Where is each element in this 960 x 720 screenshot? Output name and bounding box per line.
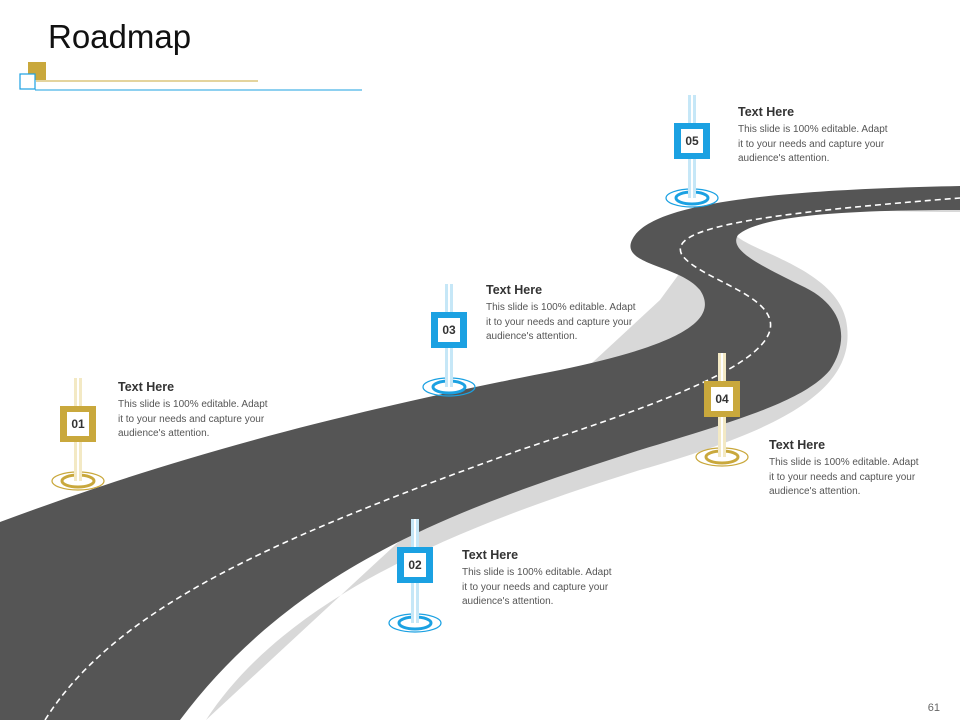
- milestone-3-info: Text Here This slide is 100% editable. A…: [486, 283, 636, 345]
- milestone-4-number: 04: [715, 392, 729, 406]
- road-surface: [0, 186, 960, 720]
- milestone-3-label-bg: [438, 318, 460, 342]
- milestone-4-body: This slide is 100% editable. Adapt it to…: [769, 457, 919, 497]
- milestone-5-number: 05: [685, 134, 699, 148]
- slide-title: Roadmap: [48, 18, 192, 55]
- milestone-3-number: 03: [442, 323, 456, 337]
- milestone-1-title: Text Here: [118, 380, 175, 394]
- milestone-2-title: Text Here: [462, 548, 519, 562]
- milestone-2-label-bg: [404, 553, 426, 577]
- milestone-1-info: Text Here This slide is 100% editable. A…: [118, 380, 268, 442]
- milestone-2-info: Text Here This slide is 100% editable. A…: [462, 548, 612, 610]
- milestone-3-title: Text Here: [486, 283, 543, 297]
- milestone-2-body: This slide is 100% editable. Adapt it to…: [462, 567, 612, 607]
- milestone-4-title: Text Here: [769, 438, 826, 452]
- road-center-line: [44, 197, 960, 720]
- milestone-1-number: 01: [71, 417, 85, 431]
- milestone-5-info: Text Here This slide is 100% editable. A…: [738, 105, 888, 167]
- milestone-1-label-bg: [67, 412, 89, 436]
- milestone-2-number: 02: [408, 558, 422, 572]
- milestone-5-label-bg: [681, 129, 703, 153]
- milestone-5-body: This slide is 100% editable. Adapt it to…: [738, 124, 888, 164]
- milestone-1-body: This slide is 100% editable. Adapt it to…: [118, 399, 268, 439]
- milestone-4-label-bg: [711, 387, 733, 411]
- page-number: 61: [927, 702, 940, 714]
- blue-square-accent: [19, 73, 36, 90]
- milestone-5-title: Text Here: [738, 105, 795, 119]
- milestone-3-body: This slide is 100% editable. Adapt it to…: [486, 302, 636, 342]
- milestone-4-info: Text Here This slide is 100% editable. A…: [769, 438, 919, 500]
